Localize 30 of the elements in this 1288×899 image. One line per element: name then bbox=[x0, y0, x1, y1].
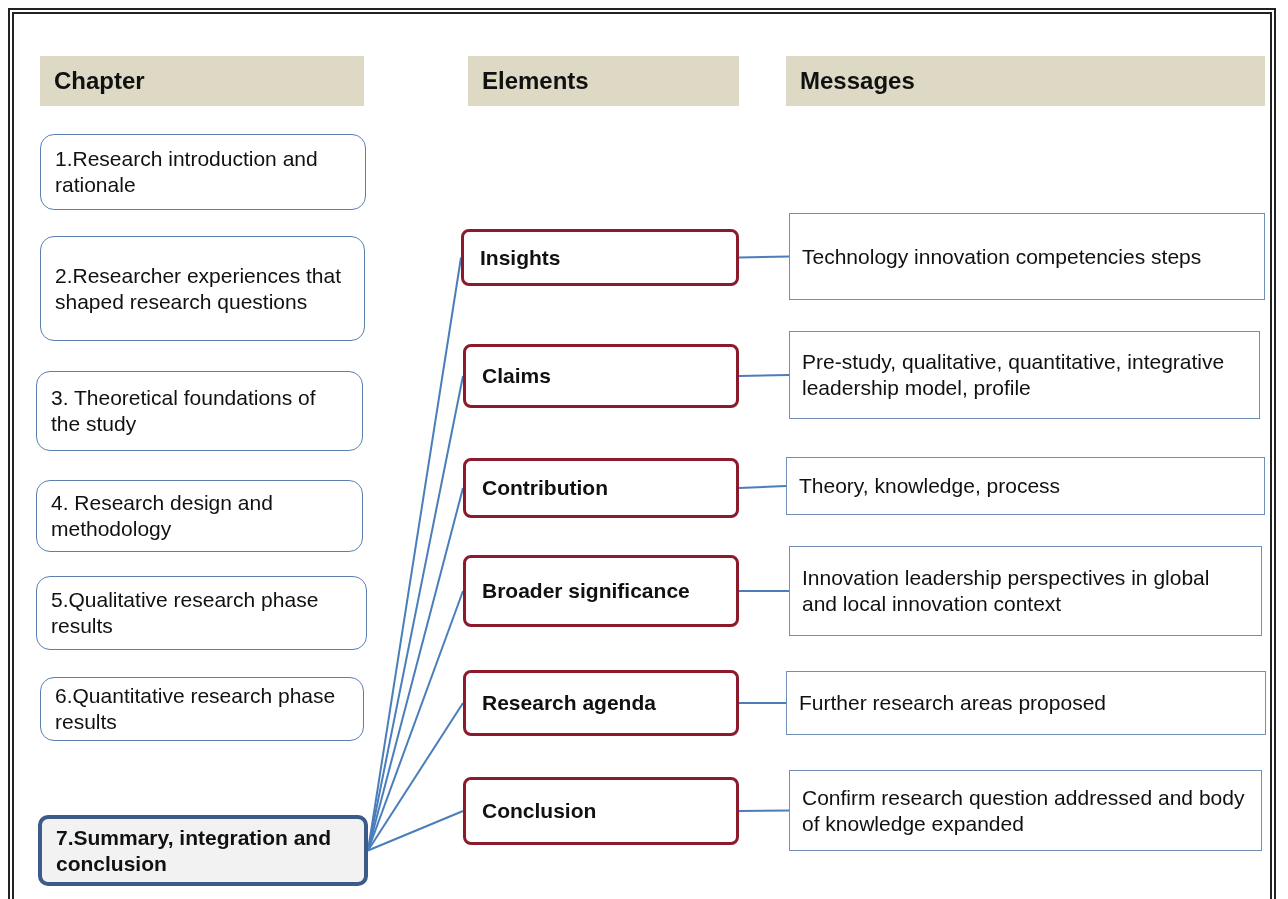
message-box: Innovation leadership perspectives in global and local innovation context bbox=[789, 546, 1262, 636]
chapter-box: 5.Qualitative research phase results bbox=[36, 576, 367, 650]
element-box: Insights bbox=[461, 229, 739, 286]
message-box: Theory, knowledge, process bbox=[786, 457, 1265, 515]
element-box: Research agenda bbox=[463, 670, 739, 736]
column-header: Messages bbox=[786, 56, 1265, 106]
connector-line bbox=[738, 255, 790, 259]
message-box: Technology innovation competencies steps bbox=[789, 213, 1265, 300]
connector-line bbox=[367, 702, 464, 852]
column-header: Elements bbox=[468, 56, 739, 106]
element-box: Claims bbox=[463, 344, 739, 408]
connector-line bbox=[367, 810, 464, 852]
element-box: Contribution bbox=[463, 458, 739, 518]
connector-line bbox=[738, 702, 787, 704]
column-header: Chapter bbox=[40, 56, 364, 106]
chapter-box: 1.Research introduction and rationale bbox=[40, 134, 366, 210]
element-box: Broader significance bbox=[463, 555, 739, 627]
chapter-box: 6.Quantitative research phase results bbox=[40, 677, 364, 741]
message-box: Further research areas proposed bbox=[786, 671, 1266, 735]
connector-line bbox=[738, 809, 790, 812]
element-box: Conclusion bbox=[463, 777, 739, 845]
message-box: Pre-study, qualitative, quantitative, integrative leadership model, profile bbox=[789, 331, 1260, 419]
message-box: Confirm research question addressed and body of knowledge expanded bbox=[789, 770, 1262, 851]
connector-line bbox=[738, 374, 790, 377]
connector-line bbox=[738, 485, 787, 489]
chapter-box: 3. Theoretical foundations of the study bbox=[36, 371, 363, 451]
chapter-box: 2.Researcher experiences that shaped research questions bbox=[40, 236, 365, 341]
chapter-box: 4. Research design and methodology bbox=[36, 480, 363, 552]
connector-line bbox=[738, 590, 790, 592]
chapter-box: 7.Summary, integration and conclusion bbox=[38, 815, 368, 886]
